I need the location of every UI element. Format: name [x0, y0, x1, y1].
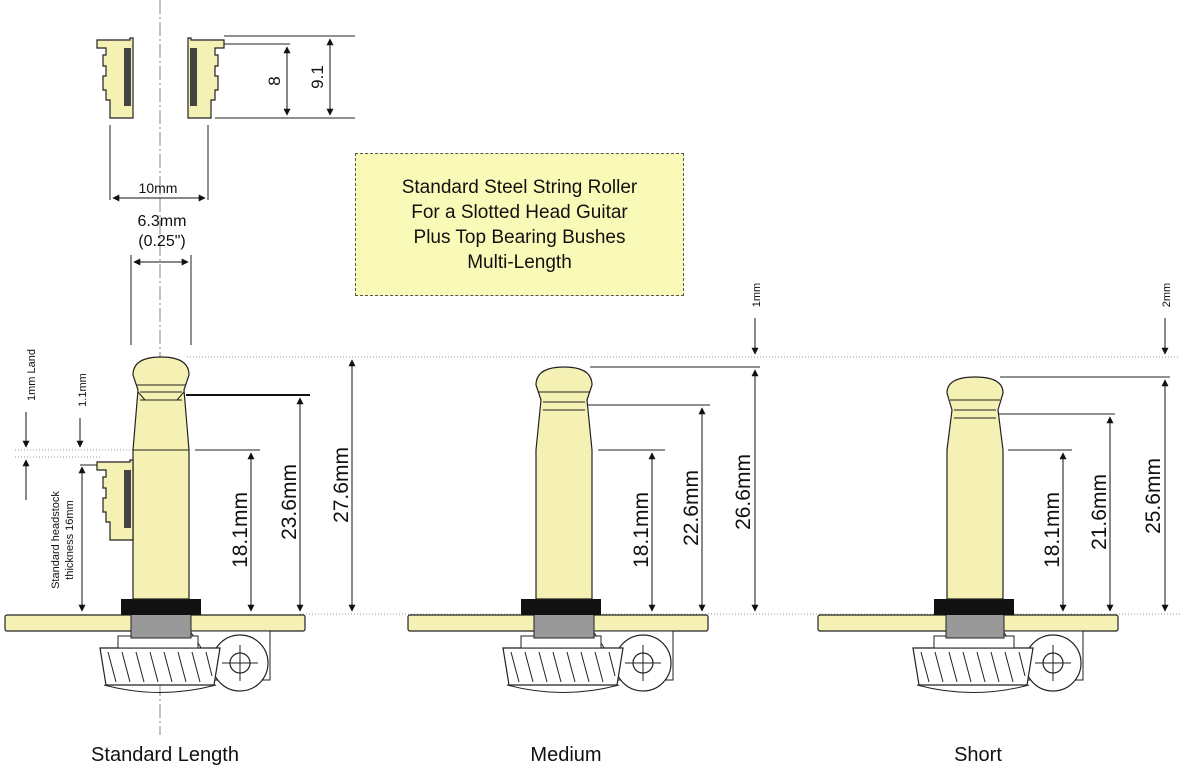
medium-caption: Medium	[530, 744, 602, 766]
standard-length-roller	[4, 356, 356, 693]
shaft-diameter-inch-label: (0.25")	[138, 233, 185, 250]
standard-short-dim: 18.1mm	[229, 492, 252, 568]
shaft-diameter-label: 6.3mm	[138, 213, 187, 230]
standard-length-caption: Standard Length	[91, 744, 239, 766]
title-line: Plus Top Bearing Bushes	[413, 226, 626, 248]
bush-width-label: 10mm	[139, 180, 178, 196]
headstock-label-line2: thickness 16mm	[64, 500, 76, 579]
bush-outer-height-label: 9.1	[308, 65, 327, 89]
title-line: For a Slotted Head Guitar	[411, 201, 628, 223]
title-line: Standard Steel String Roller	[401, 176, 638, 198]
medium-total-dim: 26.6mm	[732, 454, 755, 530]
standard-mid-dim: 23.6mm	[278, 464, 301, 540]
medium-offset-label: 1mm	[751, 283, 763, 307]
short-total-dim: 25.6mm	[1142, 458, 1165, 534]
bush-inner-height-label: 8	[265, 76, 284, 85]
bearing-bush-drawing	[96, 35, 355, 202]
land-label: 1mm Land	[26, 349, 38, 401]
short-mid-dim: 21.6mm	[1088, 474, 1111, 550]
short-short-dim: 18.1mm	[1041, 492, 1064, 568]
title-box: Standard Steel String Roller For a Slott…	[355, 153, 684, 296]
medium-mid-dim: 22.6mm	[680, 470, 703, 546]
short-roller	[817, 318, 1170, 693]
headstock-label-line1: Standard headstock	[50, 491, 62, 589]
gap-label: 1.1mm	[77, 373, 89, 407]
medium-short-dim: 18.1mm	[630, 492, 653, 568]
short-caption: Short	[954, 744, 1002, 766]
title-line: Multi-Length	[467, 251, 572, 273]
short-offset-label: 2mm	[1161, 283, 1173, 307]
standard-total-dim: 27.6mm	[330, 447, 353, 523]
medium-roller	[407, 318, 760, 693]
